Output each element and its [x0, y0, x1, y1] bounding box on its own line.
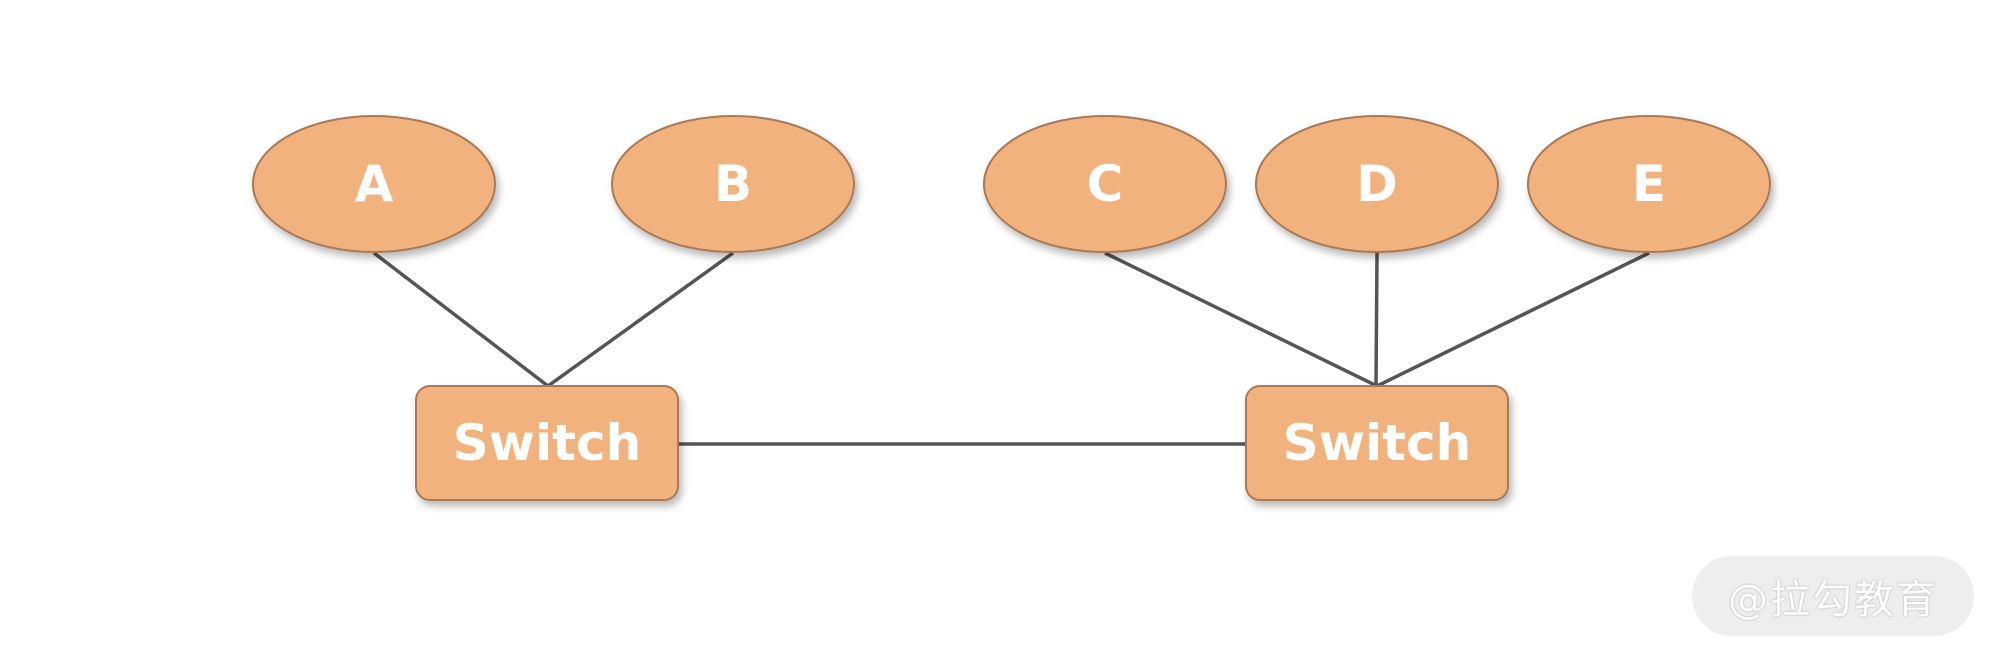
- host-b-label: B: [714, 155, 752, 213]
- host-d-shape: [1255, 115, 1499, 253]
- host-c-shape: [983, 115, 1227, 253]
- host-d-label: D: [1356, 155, 1398, 213]
- links: [372, 251, 1650, 446]
- host-b: [611, 115, 855, 253]
- link-d-right-switch: [1374, 252, 1379, 387]
- host-a: [252, 115, 496, 253]
- host-c-label: C: [1087, 155, 1124, 213]
- switch-left-label: Switch: [453, 414, 641, 472]
- host-e-shape: [1527, 115, 1771, 253]
- link-b-left-switch: [546, 251, 735, 388]
- host-e-label: E: [1632, 155, 1666, 213]
- switch-right-shape: [1245, 385, 1509, 501]
- watermark-text: @拉勾教育: [1728, 577, 1938, 623]
- switch-right: [1245, 385, 1509, 501]
- link-a-left-switch: [372, 251, 550, 388]
- host-d: [1255, 115, 1499, 253]
- switch-right-label: Switch: [1283, 414, 1471, 472]
- watermark-badge: @拉勾教育: [1692, 556, 1974, 636]
- switch-left: [415, 385, 679, 501]
- host-a-label: A: [355, 155, 394, 213]
- switch-left-shape: [415, 385, 679, 501]
- link-e-right-switch: [1376, 251, 1650, 388]
- host-a-shape: [252, 115, 496, 253]
- link-c-right-switch: [1104, 251, 1378, 388]
- host-c: [983, 115, 1227, 253]
- host-b-shape: [611, 115, 855, 253]
- host-e: [1527, 115, 1771, 253]
